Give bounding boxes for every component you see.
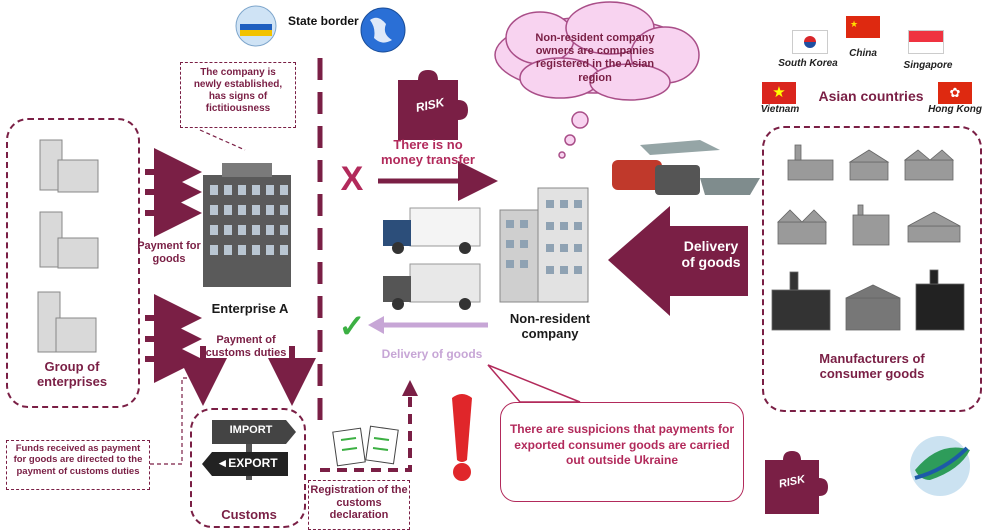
delivery-big-arrow — [608, 206, 748, 316]
documents-icon — [332, 425, 399, 467]
country-singapore: Singapore — [903, 60, 953, 71]
delivery-lavender-arrowhead — [368, 316, 384, 334]
risk-puzzle-icon — [398, 70, 468, 140]
china-flag-icon: ★ — [846, 16, 880, 38]
registration-dashed-arrow — [320, 395, 412, 472]
manufacturers-box — [762, 126, 982, 412]
registration-arrowhead — [402, 380, 418, 396]
payment-arrows — [145, 148, 202, 383]
payment-goods-label: Payment for goods — [137, 240, 201, 265]
customs-down-arrows — [179, 346, 316, 406]
check-mark: ✓ — [338, 308, 366, 344]
enterprise-a-building-icon — [203, 163, 291, 287]
fictitious-note-box: The company is newly established, has si… — [180, 62, 296, 128]
x-mark: X — [340, 160, 364, 198]
nonresident-building-icon — [499, 187, 589, 303]
building-icon — [37, 139, 99, 353]
cloud-text: Non-resident company owners are companie… — [535, 32, 655, 84]
south-korea-flag-icon — [792, 30, 828, 54]
asian-countries-label: Asian countries — [818, 88, 924, 104]
vietnam-flag-icon: ★ — [762, 82, 796, 104]
risk-puzzle-bottom-icon — [765, 451, 828, 514]
manufacturers-label: Manufacturers of consumer goods — [819, 351, 925, 381]
thought-cloud — [494, 1, 700, 159]
world-logo-icon — [910, 436, 970, 496]
suspicion-callout-pointer — [487, 364, 581, 403]
funds-connector — [150, 377, 190, 465]
fictitious-note-text: The company is newly established, has si… — [193, 67, 283, 114]
registration-label: Registration of the customs declaration — [310, 484, 408, 522]
no-money-transfer-label: There is no money transfer — [381, 137, 475, 167]
singapore-flag-icon — [908, 30, 944, 54]
hong-kong-flag-icon: ✿ — [938, 82, 972, 104]
transport-icon — [612, 140, 760, 195]
country-vietnam: Vietnam — [760, 104, 800, 115]
factory-icon — [771, 144, 965, 331]
exclamation-icon — [452, 394, 472, 481]
suspicion-box — [500, 402, 744, 502]
group-label: Group of enterprises — [36, 359, 108, 389]
fictitious-callout-line — [199, 129, 246, 151]
suspicion-text: There are suspicions that payments for e… — [509, 422, 735, 468]
state-border-label: State border — [288, 14, 359, 28]
group-of-enterprises-box — [6, 118, 140, 408]
funds-note-box: Funds received as payment for goods are … — [6, 440, 150, 490]
country-south-korea: South Korea — [778, 58, 838, 69]
country-china: China — [849, 48, 877, 59]
customs-signpost-icon — [202, 420, 296, 480]
customs-box — [190, 408, 306, 528]
delivery-right-label: Delivery of goods — [681, 238, 741, 271]
sign-import-label: IMPORT — [229, 424, 273, 436]
customs-label: Customs — [221, 507, 277, 522]
enterprise-a-label: Enterprise A — [211, 301, 289, 316]
delivery-left-label: Delivery of goods — [381, 347, 483, 361]
payment-customs-label: Payment of customs duties — [205, 334, 287, 359]
sign-export-label: ◄EXPORT — [216, 456, 278, 470]
globe-left-icon — [235, 5, 277, 47]
funds-note-text: Funds received as payment for goods are … — [13, 443, 143, 477]
truck-icon — [383, 207, 481, 254]
delivery-van-icon — [383, 263, 481, 310]
country-hong-kong: Hong Kong — [928, 104, 982, 115]
nonresident-label: Non-resident company — [509, 311, 591, 341]
registration-box — [308, 480, 410, 530]
globe-right-icon — [360, 7, 406, 53]
